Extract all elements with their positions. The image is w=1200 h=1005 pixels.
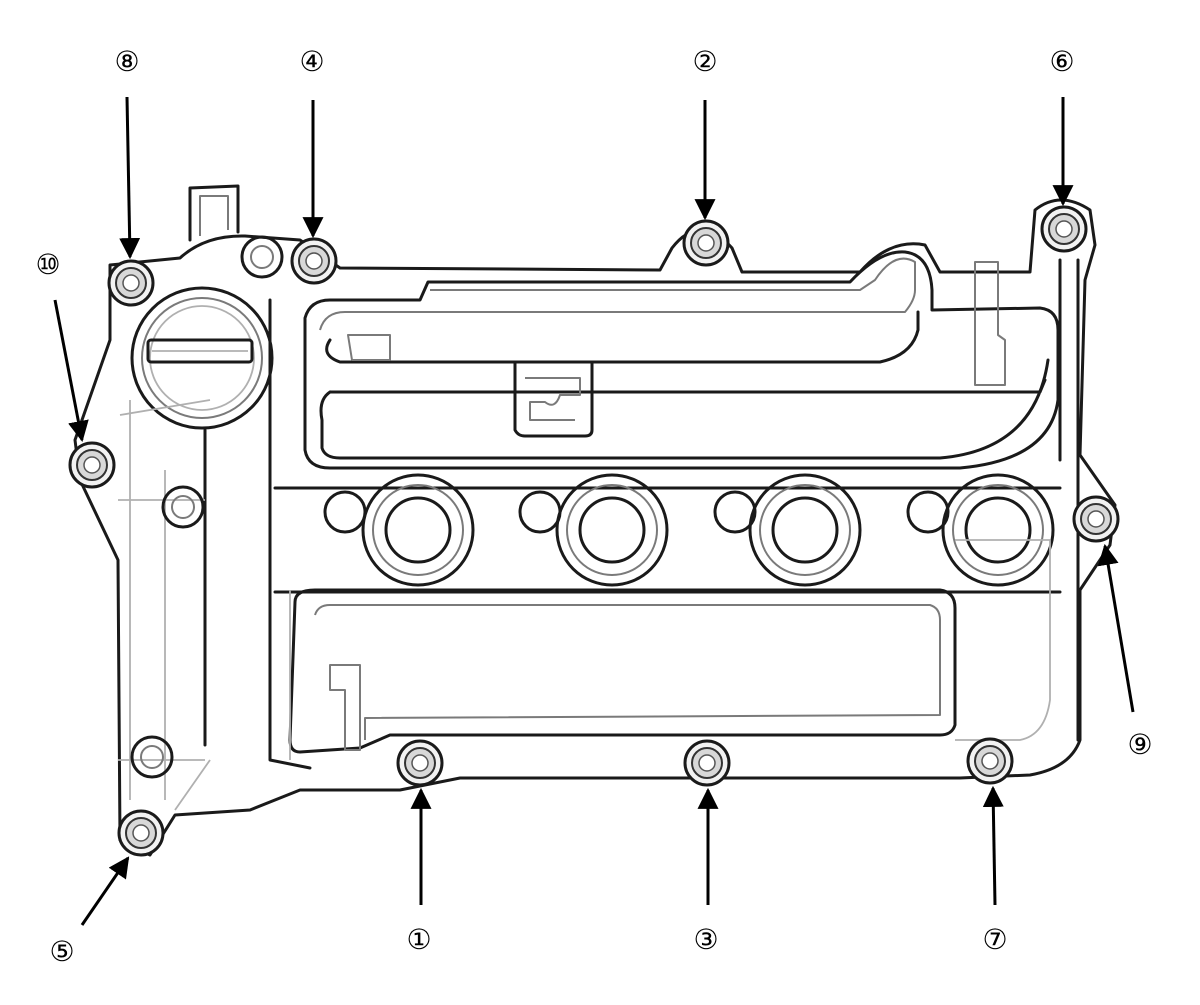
plug-boss-2 xyxy=(518,473,669,587)
bolt-label-4: ④ xyxy=(299,45,325,78)
plug-boss-3 xyxy=(713,473,862,587)
lower-chamber-inner xyxy=(314,604,941,740)
left-boss-upper-inner xyxy=(171,495,195,519)
lower-clip xyxy=(329,664,361,751)
arrow-8 xyxy=(119,96,141,260)
bolt-label-1: ① xyxy=(406,923,432,956)
top-left-clip xyxy=(347,334,391,361)
center-bracket xyxy=(513,360,594,438)
bolt-7 xyxy=(966,737,1014,785)
bolt-label-3: ③ xyxy=(693,923,719,956)
bolt-label-2: ② xyxy=(692,45,718,78)
breather-tube xyxy=(188,184,240,242)
bolt-3 xyxy=(683,739,731,787)
right-clip xyxy=(974,261,1006,386)
bolt-label-9: ⑨ xyxy=(1127,728,1153,761)
bolt-8 xyxy=(107,259,155,307)
bolt-10 xyxy=(68,441,116,489)
center-bracket-slot xyxy=(525,377,581,421)
right-rail xyxy=(1058,258,1080,742)
top-small-boss-inner xyxy=(250,245,274,269)
upper-chamber xyxy=(303,250,1060,470)
upper-channel xyxy=(325,310,920,364)
spark-plug-row xyxy=(273,473,1062,594)
left-boss-upper xyxy=(161,485,205,529)
breather-tube-inner xyxy=(199,195,229,236)
bolt-label-8: ⑧ xyxy=(114,45,140,78)
bolt-1 xyxy=(396,739,444,787)
plug-boss-4 xyxy=(906,473,1055,587)
arrow-9 xyxy=(1097,543,1135,713)
left-rib-inner xyxy=(129,400,166,800)
lower-chamber-light xyxy=(289,539,1051,760)
plug-boss-1 xyxy=(323,473,475,587)
top-small-boss xyxy=(240,235,284,279)
mid-channel xyxy=(319,358,1050,460)
left-flange xyxy=(118,399,211,811)
bolt-9 xyxy=(1072,495,1120,543)
bolt-label-7: ⑦ xyxy=(982,923,1008,956)
upper-chamber-inner xyxy=(319,257,916,331)
bolt-label-5: ⑤ xyxy=(49,935,75,968)
bolt-label-10: ⑩ xyxy=(35,248,61,281)
left-boss-lower-inner xyxy=(140,745,164,769)
bolt-2 xyxy=(682,219,730,267)
cover-outer-outline xyxy=(73,198,1117,857)
arrow-5 xyxy=(80,856,130,926)
arrow-7 xyxy=(982,785,1004,906)
bolt-4 xyxy=(290,237,338,285)
left-rib xyxy=(203,298,312,770)
bolt-5 xyxy=(117,809,165,857)
left-boss-lower xyxy=(130,735,174,779)
arrow-10 xyxy=(53,299,89,443)
oil-filler-cap xyxy=(130,286,274,430)
bolt-6 xyxy=(1040,205,1088,253)
bolt-label-6: ⑥ xyxy=(1049,45,1075,78)
lower-chamber xyxy=(288,588,957,754)
